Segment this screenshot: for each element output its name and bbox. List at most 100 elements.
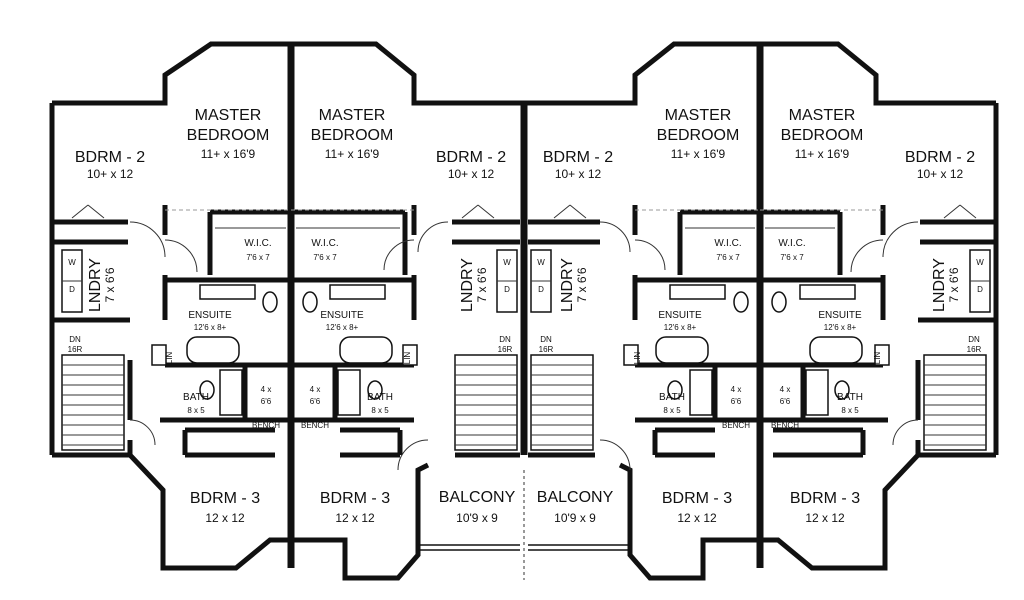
- master-bedroom-label: MASTER: [319, 107, 386, 124]
- dryer-label: D: [538, 285, 544, 294]
- stair-risers-label: 16R: [539, 345, 554, 354]
- bath-label: BATH: [367, 392, 393, 403]
- bdrm2-size: 10+ x 12: [87, 167, 134, 181]
- closet-label: 4 x: [780, 385, 791, 394]
- laundry-label: LNDRY: [459, 258, 476, 312]
- stairs: [61, 354, 987, 451]
- bdrm2-size: 10+ x 12: [555, 167, 602, 181]
- master-bedroom-label: MASTER: [789, 107, 856, 124]
- bdrm2-label: BDRM - 2: [543, 149, 613, 166]
- bath-size: 8 x 5: [663, 406, 681, 415]
- shelf-lines: [165, 209, 883, 229]
- laundry-size: 7 x 6'6: [947, 267, 961, 302]
- bath-label: BATH: [659, 392, 685, 403]
- interior-walls-unit-3: [528, 205, 760, 458]
- closet-label: 4 x: [310, 385, 321, 394]
- balcony-label: BALCONY: [439, 489, 516, 506]
- wic-label: W.I.C.: [244, 238, 271, 249]
- stair-dn-label: DN: [499, 335, 511, 344]
- dryer-label: D: [69, 285, 75, 294]
- dryer-label: D: [977, 285, 983, 294]
- linen-label: LIN: [403, 352, 412, 365]
- wic-size: 7'6 x 7: [780, 253, 804, 262]
- stair-dn-label: DN: [968, 335, 980, 344]
- closet-size: 6'6: [261, 397, 272, 406]
- master-bedroom-label-2: BEDROOM: [657, 127, 740, 144]
- bdrm3-size: 12 x 12: [335, 511, 375, 525]
- stair-dn-label: DN: [540, 335, 552, 344]
- bdrm2-size: 10+ x 12: [448, 167, 495, 181]
- ensuite-size: 12'6 x 8+: [664, 323, 697, 332]
- washer-label: W: [68, 258, 76, 267]
- bdrm3-size: 12 x 12: [805, 511, 845, 525]
- ensuite-size: 12'6 x 8+: [824, 323, 857, 332]
- master-bedroom-size: 11+ x 16'9: [795, 147, 850, 161]
- laundry-size: 7 x 6'6: [475, 267, 489, 302]
- bdrm3-label: BDRM - 3: [790, 490, 860, 507]
- ensuite-label: ENSUITE: [658, 310, 702, 321]
- washer-label: W: [976, 258, 984, 267]
- master-bedroom-label-2: BEDROOM: [187, 127, 270, 144]
- closet-size: 6'6: [780, 397, 791, 406]
- bath-size: 8 x 5: [371, 406, 389, 415]
- wic-label: W.I.C.: [714, 238, 741, 249]
- stair-dn-label: DN: [69, 335, 81, 344]
- master-bedroom-size: 11+ x 16'9: [671, 147, 726, 161]
- linen-label: LIN: [165, 352, 174, 365]
- master-bedroom-label: MASTER: [665, 107, 732, 124]
- ensuite-size: 12'6 x 8+: [194, 323, 227, 332]
- bdrm3-size: 12 x 12: [677, 511, 717, 525]
- stair-risers-label: 16R: [498, 345, 513, 354]
- unit-3-labels: MASTER BEDROOM 11+ x 16'9 BDRM - 2 10+ x…: [537, 107, 750, 525]
- bdrm2-label: BDRM - 2: [436, 149, 506, 166]
- laundry-size: 7 x 6'6: [103, 267, 117, 302]
- washer-label: W: [503, 258, 511, 267]
- master-bedroom-size: 11+ x 16'9: [325, 147, 380, 161]
- bdrm3-label: BDRM - 3: [320, 490, 390, 507]
- bench-label: BENCH: [301, 421, 329, 430]
- master-bedroom-label: MASTER: [195, 107, 262, 124]
- linen-label: LIN: [633, 352, 642, 365]
- interior-walls-unit-1: [52, 205, 291, 458]
- unit-1-labels: MASTER BEDROOM 11+ x 16'9 BDRM - 2 10+ x…: [68, 107, 281, 525]
- laundry-label: LNDRY: [87, 258, 104, 312]
- wic-size: 7'6 x 7: [246, 253, 270, 262]
- interior-walls-unit-2: [291, 205, 520, 458]
- wic-size: 7'6 x 7: [716, 253, 740, 262]
- closet-size: 6'6: [731, 397, 742, 406]
- bench-label: BENCH: [722, 421, 750, 430]
- master-bedroom-label-2: BEDROOM: [311, 127, 394, 144]
- bath-label: BATH: [837, 392, 863, 403]
- bench-label: BENCH: [771, 421, 799, 430]
- laundry-label: LNDRY: [931, 258, 948, 312]
- closet-label: 4 x: [261, 385, 272, 394]
- bench-label: BENCH: [252, 421, 280, 430]
- party-walls: [287, 44, 764, 568]
- dryer-label: D: [504, 285, 510, 294]
- bdrm2-size: 10+ x 12: [917, 167, 964, 181]
- bath-fixtures: [151, 284, 890, 416]
- door-swings: [71, 204, 977, 471]
- bdrm2-label: BDRM - 2: [75, 149, 145, 166]
- master-bedroom-label-2: BEDROOM: [781, 127, 864, 144]
- ensuite-label: ENSUITE: [320, 310, 364, 321]
- bath-size: 8 x 5: [187, 406, 205, 415]
- ensuite-label: ENSUITE: [188, 310, 232, 321]
- bdrm3-label: BDRM - 3: [662, 490, 732, 507]
- laundry-size: 7 x 6'6: [575, 267, 589, 302]
- unit-4-labels: MASTER BEDROOM 11+ x 16'9 BDRM - 2 10+ x…: [771, 107, 984, 525]
- bath-size: 8 x 5: [841, 406, 859, 415]
- ensuite-label: ENSUITE: [818, 310, 862, 321]
- bath-label: BATH: [183, 392, 209, 403]
- master-bedroom-size: 11+ x 16'9: [201, 147, 256, 161]
- bdrm3-label: BDRM - 3: [190, 490, 260, 507]
- ensuite-size: 12'6 x 8+: [326, 323, 359, 332]
- closet-size: 6'6: [310, 397, 321, 406]
- wic-label: W.I.C.: [778, 238, 805, 249]
- balcony-size: 10'9 x 9: [456, 511, 498, 525]
- wic-size: 7'6 x 7: [313, 253, 337, 262]
- closet-label: 4 x: [731, 385, 742, 394]
- linen-label: LIN: [873, 352, 882, 365]
- balcony-size: 10'9 x 9: [554, 511, 596, 525]
